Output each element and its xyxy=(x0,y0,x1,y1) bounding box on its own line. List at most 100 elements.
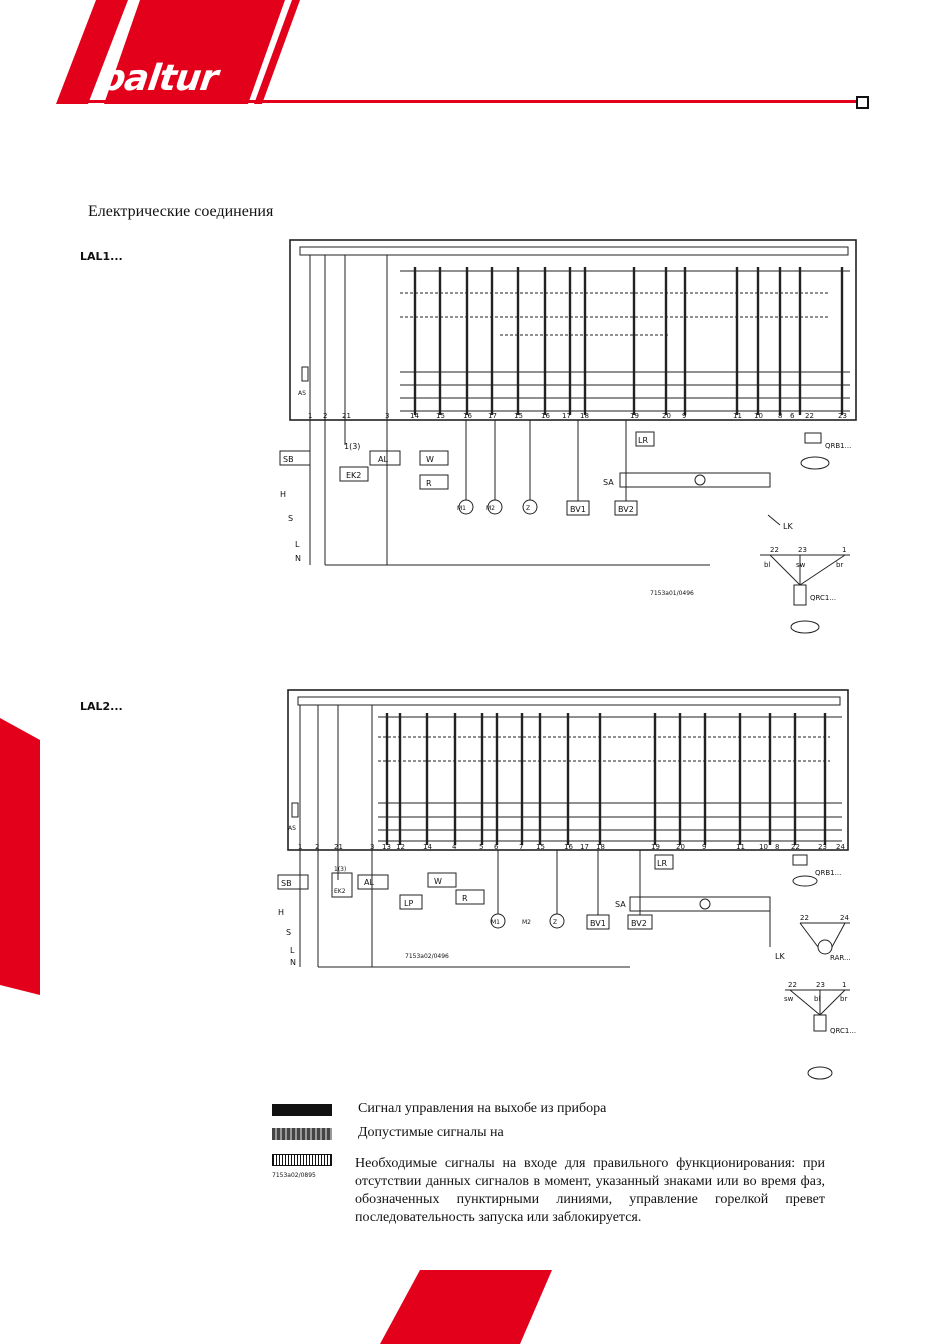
d1-qrc-label: QRC1... xyxy=(810,594,836,602)
d2-ek2-label: EK2 xyxy=(334,888,346,895)
d1-terminal: 6 xyxy=(790,412,795,420)
d2-bv2-label: BV2 xyxy=(631,919,647,928)
d2-as-label: AS xyxy=(288,825,296,832)
d2-ek-note: 1(3) xyxy=(334,866,346,873)
d2-terminal: 19 xyxy=(651,843,660,851)
d1-sb-label: SB xyxy=(283,455,294,464)
d2-terminal: 16 xyxy=(564,843,573,851)
d1-qrc-wire: bl xyxy=(764,561,770,569)
d2-al-label: AL xyxy=(364,878,374,887)
d1-qrc-wire: sw xyxy=(796,561,806,569)
d1-n-label: N xyxy=(295,554,301,563)
d2-bv1-label: BV1 xyxy=(590,919,606,928)
d2-terminal: 24 xyxy=(836,843,845,851)
d2-qrc-terminal: 1 xyxy=(842,981,846,989)
d2-terminal: 3 xyxy=(370,843,374,851)
d2-n-label: N xyxy=(290,958,296,967)
d2-lp-label: LP xyxy=(404,899,413,908)
d2-terminal: 11 xyxy=(736,843,745,851)
d2-qrb-label: QRB1... xyxy=(815,869,841,877)
d1-s-label: S xyxy=(288,514,293,523)
d1-terminal: 2 xyxy=(323,412,327,420)
d1-m2-label: M2 xyxy=(486,505,495,512)
d2-rar-terminal: 24 xyxy=(840,914,849,922)
d2-terminal: 21 xyxy=(334,843,343,851)
d1-terminal: 11 xyxy=(733,412,742,420)
d1-terminal: 14 xyxy=(410,412,419,420)
d1-qrb-label: QRB1... xyxy=(825,442,851,450)
logo-red-block xyxy=(104,0,285,104)
d2-qrc-wire: bl xyxy=(814,995,820,1003)
d2-terminal: 23 xyxy=(818,843,827,851)
d1-as-label: AS xyxy=(298,390,306,397)
d2-h-label: H xyxy=(278,908,284,917)
d2-qrc-wire: sw xyxy=(784,995,794,1003)
d2-s-label: S xyxy=(286,928,291,937)
d2-terminal: 20 xyxy=(676,843,685,851)
d2-terminal: 14 xyxy=(423,843,432,851)
d2-terminal: 4 xyxy=(452,843,457,851)
d2-rar-terminal: 22 xyxy=(800,914,809,922)
d1-terminal: 16 xyxy=(541,412,550,420)
legend-item-allowed: Допустимые сигналы на xyxy=(358,1125,504,1140)
diagram2-label: LAL2... xyxy=(80,700,123,713)
d2-lr-label: LR xyxy=(657,859,667,868)
diagram2-wiring: SB H S L N 1(3) EK2 AL W LP R M1 M2 Z BV… xyxy=(277,689,856,1080)
d1-qrc-wire: br xyxy=(836,561,843,569)
diagram1-wiring: SB H S L N 1(3) EK2 AL W R M1 M2 Z BV1 B… xyxy=(279,239,857,634)
d1-qrc-terminal: 23 xyxy=(798,546,807,554)
d1-terminal: 19 xyxy=(630,412,639,420)
d1-m1-label: M1 xyxy=(457,505,466,512)
d1-lk-label: LK xyxy=(783,522,793,531)
d2-terminal: 12 xyxy=(396,843,405,851)
d1-terminal: 15 xyxy=(514,412,523,420)
d2-terminal: 6 xyxy=(494,843,499,851)
d1-terminal: 17 xyxy=(488,412,497,420)
d2-r-label: R xyxy=(462,894,468,903)
d1-terminal: 15 xyxy=(436,412,445,420)
d2-qrc-terminal: 22 xyxy=(788,981,797,989)
d2-terminal: 8 xyxy=(775,843,779,851)
legend-item-output: Сигнал управления на выхобе из прибора xyxy=(358,1101,607,1116)
side-red-tab xyxy=(0,718,40,995)
d1-sa-label: SA xyxy=(603,478,614,487)
logo-red-stripe-right xyxy=(254,0,300,104)
d1-w-label: W xyxy=(426,455,434,464)
d2-m1-label: M1 xyxy=(491,919,500,926)
d1-terminal: 21 xyxy=(342,412,351,420)
d2-terminal: 5 xyxy=(479,843,483,851)
d2-qrc-terminal: 23 xyxy=(816,981,825,989)
d2-code: 7153a02/0496 xyxy=(405,953,449,960)
brand-logo: baltur xyxy=(97,58,220,99)
d1-bv1-label: BV1 xyxy=(570,505,586,514)
d2-l-label: L xyxy=(290,946,295,955)
header-square-marker xyxy=(856,96,869,109)
header-graphic xyxy=(56,0,300,104)
d2-terminal: 17 xyxy=(580,843,589,851)
d1-terminal: 1 xyxy=(308,412,312,420)
d2-m2-label: M2 xyxy=(522,919,531,926)
d1-terminal: 10 xyxy=(754,412,763,420)
legend-required-signals-text: Необходимые сигналы на входе для правиль… xyxy=(355,1156,825,1225)
d2-z-label: Z xyxy=(553,919,557,926)
d1-terminal: 23 xyxy=(838,412,847,420)
legend-hatched-bar xyxy=(272,1154,332,1166)
d2-qrc-label: QRC1... xyxy=(830,1027,856,1035)
d1-terminal: 17 xyxy=(562,412,571,420)
d1-code: 7153a01/0496 xyxy=(650,590,694,597)
d2-terminal: 2 xyxy=(315,843,319,851)
d1-terminal: 8 xyxy=(778,412,782,420)
d2-terminal: 22 xyxy=(791,843,800,851)
d1-terminal: 22 xyxy=(805,412,814,420)
d1-ek-note: 1(3) xyxy=(344,442,360,451)
d1-ek2-label: EK2 xyxy=(346,471,361,480)
d2-terminal: 1 xyxy=(298,843,302,851)
d1-qrc-terminal: 22 xyxy=(770,546,779,554)
d1-terminal: 16 xyxy=(463,412,472,420)
d1-terminal: 18 xyxy=(580,412,589,420)
d2-terminal: 18 xyxy=(596,843,605,851)
d2-terminal: 7 xyxy=(519,843,523,851)
d2-terminal: 9 xyxy=(702,843,706,851)
d1-h-label: H xyxy=(280,490,286,499)
d2-rar-label: RAR... xyxy=(830,954,851,962)
